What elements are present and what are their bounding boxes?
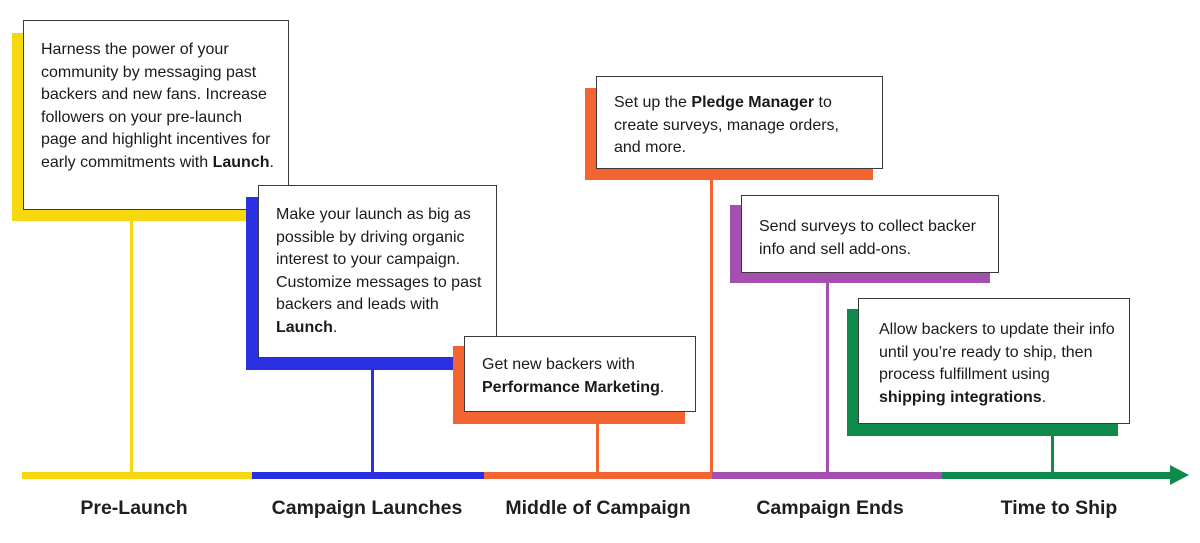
time-to-ship-card: Allow backers to update their info until… bbox=[858, 298, 1130, 424]
card-text: Set up the bbox=[614, 94, 692, 111]
performance-marketing-link: Performance Marketing bbox=[482, 378, 660, 396]
stage-label-campaign-ends: Campaign Ends bbox=[756, 497, 904, 519]
campaign-launches-connector bbox=[371, 358, 374, 475]
card-text-end: . bbox=[269, 153, 274, 171]
card-text: Send surveys to collect backer info and … bbox=[759, 218, 976, 258]
card-text-end: to create surveys, manage orders, and mo… bbox=[614, 94, 839, 156]
timeline-segment-campaign-launches bbox=[252, 472, 484, 479]
card-text: Harness the power of your community by m… bbox=[41, 41, 271, 171]
stage-label-pre-launch: Pre-Launch bbox=[80, 497, 188, 519]
middle-of-campaign-card: Get new backers with Performance Marketi… bbox=[464, 336, 696, 412]
middle-of-campaign-connector bbox=[596, 412, 599, 475]
launch-product-link: Launch bbox=[212, 153, 270, 171]
campaign-ends-connector bbox=[826, 272, 829, 475]
launch-product-link: Launch bbox=[276, 318, 333, 336]
card-text-end: . bbox=[659, 378, 665, 396]
stage-label-campaign-launches: Campaign Launches bbox=[271, 497, 463, 519]
card-text: Get new backers with bbox=[482, 356, 635, 373]
campaign-ends-card: Send surveys to collect backer info and … bbox=[741, 195, 999, 273]
campaign-launches-card: Make your launch as big as possible by d… bbox=[258, 185, 497, 358]
pre-launch-connector bbox=[130, 210, 133, 475]
timeline-segment-time-to-ship bbox=[942, 472, 1172, 479]
pre-launch-card: Harness the power of your community by m… bbox=[23, 20, 289, 210]
stage-label-middle-of-campaign: Middle of Campaign bbox=[505, 497, 691, 519]
timeline-segment-middle-of-campaign bbox=[484, 472, 712, 479]
card-text: Allow backers to update their info until… bbox=[879, 321, 1115, 383]
timeline-segment-pre-launch bbox=[22, 472, 252, 479]
stage-label-time-to-ship: Time to Ship bbox=[1000, 497, 1118, 519]
pledge-manager-card: Set up the Pledge Manager to create surv… bbox=[596, 76, 883, 169]
time-to-ship-connector bbox=[1051, 424, 1054, 475]
timeline-arrow-icon bbox=[1170, 465, 1189, 485]
card-text: Make your launch as big as possible by d… bbox=[276, 206, 482, 313]
shipping-integrations-link: shipping integrations bbox=[879, 388, 1042, 406]
pledge-manager-link: Pledge Manager bbox=[691, 94, 815, 111]
pledge-manager-connector bbox=[710, 168, 713, 475]
card-text-end: . bbox=[1041, 388, 1047, 406]
card-text-end: . bbox=[332, 318, 338, 336]
timeline-segment-campaign-ends bbox=[712, 472, 942, 479]
